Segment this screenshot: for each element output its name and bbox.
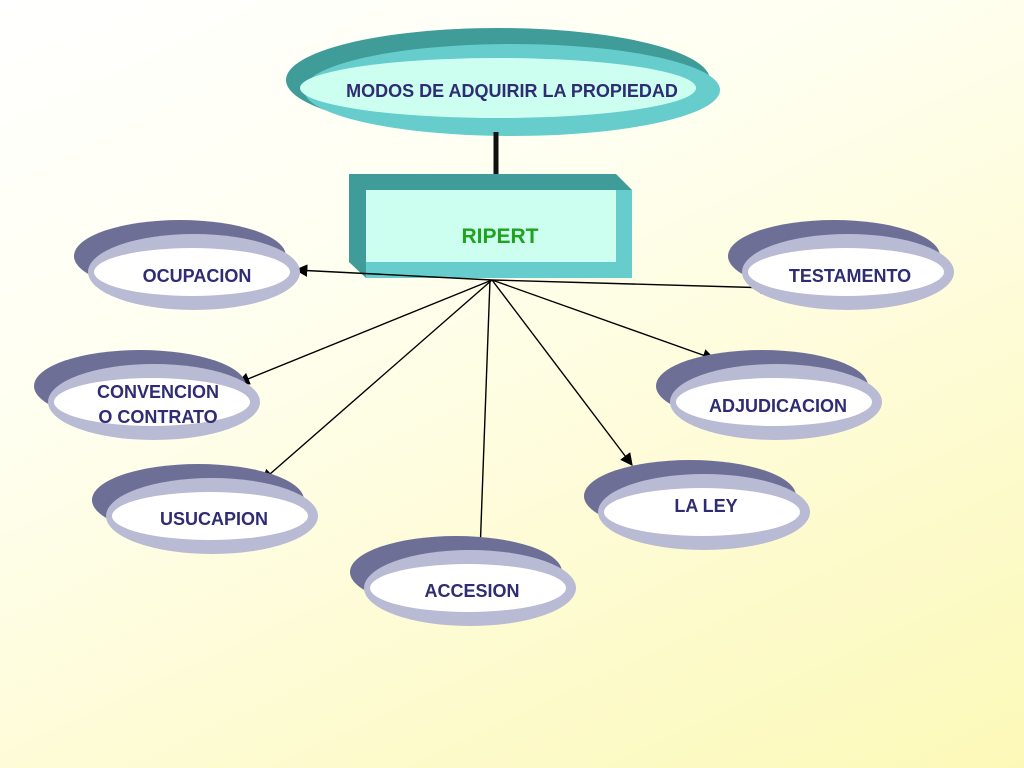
node-convencion-label-line1: CONVENCION [97,382,219,402]
node-testamento: TESTAMENTO [728,220,954,310]
node-testamento-label: TESTAMENTO [789,266,911,286]
node-convencion: CONVENCION O CONTRATO [34,350,260,440]
node-accesion-label: ACCESION [424,581,519,601]
edge-convencion [236,279,493,385]
edge-adjudicacion [491,279,716,362]
node-la-ley-label: LA LEY [674,496,737,516]
center-box: RIPERT [349,174,632,278]
node-convencion-label-line2: O CONTRATO [98,407,217,427]
center-label: RIPERT [461,225,538,248]
node-ocupacion-label: OCUPACION [143,266,252,286]
title-label: MODOS DE ADQUIRIR LA PROPIEDAD [346,81,678,101]
node-ocupacion: OCUPACION [74,220,300,310]
node-usucapion-label: USUCAPION [160,509,268,529]
node-adjudicacion: ADJUDICACION [656,350,882,440]
edge-usucapion [261,279,493,482]
edge-ocupacion [294,264,493,281]
edge-testamento [491,279,774,294]
node-usucapion: USUCAPION [92,464,318,554]
edge-la-ley [491,279,633,467]
node-adjudicacion-label: ADJUDICACION [709,396,847,416]
edge-accesion [474,279,491,555]
edges [236,264,774,555]
node-accesion: ACCESION [350,536,576,626]
title-node: MODOS DE ADQUIRIR LA PROPIEDAD [286,28,720,136]
node-la-ley: LA LEY [584,460,810,550]
